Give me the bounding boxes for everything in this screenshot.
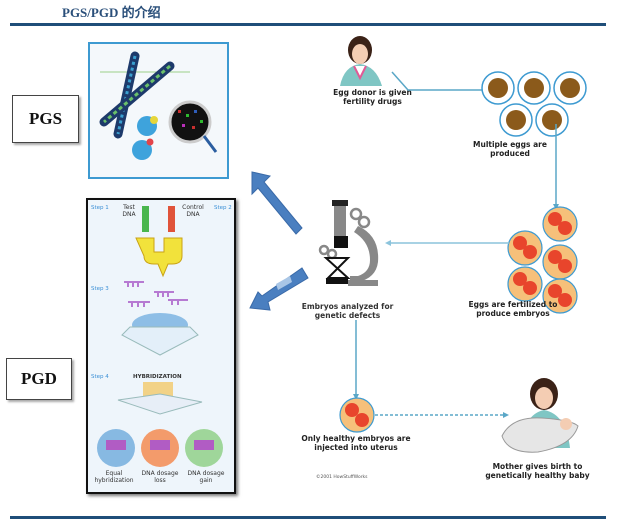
pgs-label: PGS xyxy=(28,109,63,128)
caption-analyzed: Embryos analyzed for genetic defects xyxy=(301,302,394,320)
cgh-diagram xyxy=(97,206,223,467)
merge-arrow-icon xyxy=(135,237,183,278)
header-rule xyxy=(10,23,606,26)
flow-line-injected-birth xyxy=(375,412,509,418)
step-1-label: Step 1 xyxy=(91,205,109,211)
pgs-label-box: PGS xyxy=(12,95,79,143)
flow-line-eggs-embryos xyxy=(553,124,559,210)
hybridization-arrow-icon xyxy=(143,382,173,396)
microscope-icon xyxy=(318,200,379,286)
hybridization-label: HYBRIDIZATION xyxy=(133,374,182,380)
eggs-cluster xyxy=(481,71,587,137)
mother-baby-figure xyxy=(501,378,579,453)
caption-birth: Mother gives birth to genetically health… xyxy=(485,462,590,480)
chromosome-icon xyxy=(99,51,218,160)
flow-line-donor-eggs xyxy=(391,71,488,93)
footer-rule xyxy=(10,516,606,519)
step-2-label: Step 2 xyxy=(214,205,232,211)
caption-eggs: Multiple eggs are produced xyxy=(473,140,547,158)
test-dna-label: Test DNA xyxy=(122,204,136,218)
outcome-gain: DNA dosage gain xyxy=(187,470,225,484)
page-title: PGS/PGD 的介绍 xyxy=(62,5,161,20)
healthy-embryo xyxy=(339,397,375,433)
caption-donor: Egg donor is given fertility drugs xyxy=(333,88,412,106)
caption-fertilized: Eggs are fertilized to produce embryos xyxy=(468,300,558,318)
caption-injected: Only healthy embryos are injected into u… xyxy=(301,434,411,452)
step-4-label: Step 4 xyxy=(91,374,109,380)
pgs-image xyxy=(88,42,229,179)
outcome-loss: DNA dosage loss xyxy=(141,470,179,484)
pgd-panel: Step 1 Step 2 Test DNA Control DNA Step … xyxy=(86,198,236,494)
pgs-arrow-icon xyxy=(249,171,309,311)
outcome-equal: Equal hybridization xyxy=(94,470,134,484)
control-dna-label: Control DNA xyxy=(182,204,204,218)
copyright: ©2001 HowStuffWorks xyxy=(316,475,368,480)
flow-line-microscope-injected xyxy=(353,320,359,400)
flow-line-embryos-microscope xyxy=(385,240,509,246)
test-tube-icon xyxy=(142,206,149,232)
pgd-label-box: PGD xyxy=(6,358,72,400)
step-3-label: Step 3 xyxy=(91,286,109,292)
control-tube-icon xyxy=(168,206,175,232)
egg-donor-figure xyxy=(340,36,382,86)
embryos-cluster xyxy=(507,206,578,314)
pgd-label: PGD xyxy=(21,369,57,388)
